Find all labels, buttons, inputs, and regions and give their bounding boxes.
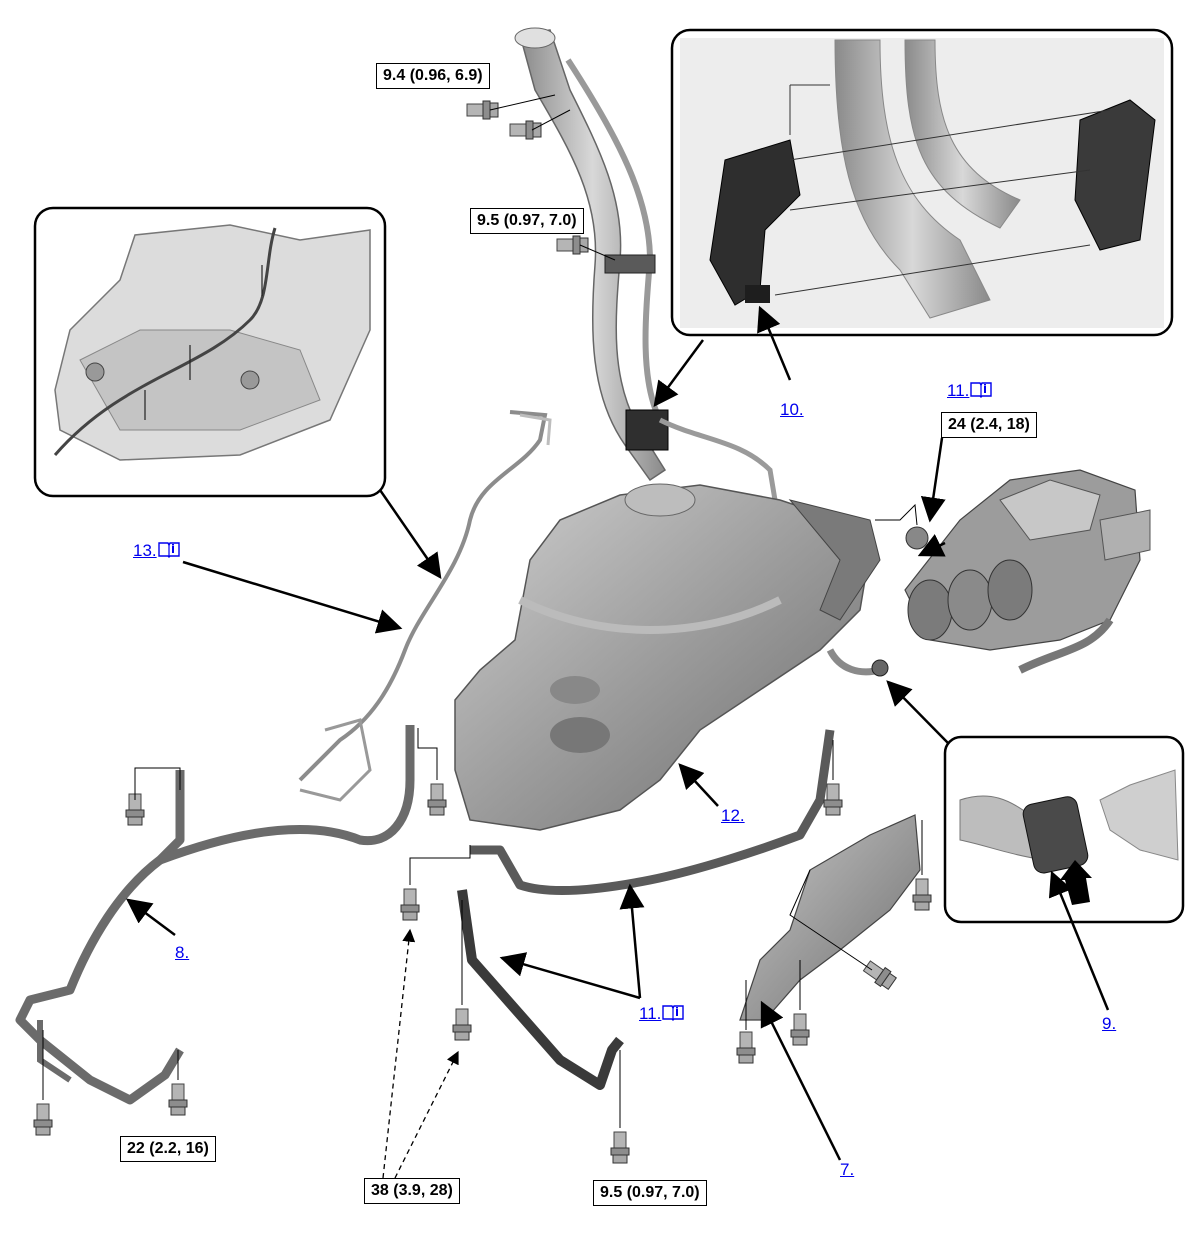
callout-11-top-link[interactable]: 11. [947, 381, 993, 401]
callout-9[interactable]: 9. [1102, 1014, 1117, 1033]
detail-inset-tank-underside [33, 206, 387, 498]
torque-spec-filler-clip-bolt: 9.5 (0.97, 7.0) [470, 208, 584, 234]
tank-strap-frame [15, 725, 415, 1105]
callout-13-link[interactable]: 13. [133, 541, 180, 561]
callout-11-bottom-label: 11. [639, 1004, 662, 1023]
torque-spec-frame-bolts: 22 (2.2, 16) [120, 1136, 216, 1162]
detail-inset-pipe-clip [670, 28, 1174, 337]
callout-8[interactable]: 8. [175, 943, 190, 962]
heat-shield [739, 814, 921, 1021]
fuel-filler-pipe [514, 27, 778, 501]
callout-7[interactable]: 7. [840, 1160, 855, 1179]
callout-11-top-label: 11. [947, 381, 970, 400]
callout-11-bottom-link[interactable]: 11. [639, 1004, 685, 1024]
fuel-tank [454, 483, 881, 831]
torque-spec-canister-nut: 24 (2.4, 18) [941, 412, 1037, 438]
torque-spec-strap-end-bolt: 9.5 (0.97, 7.0) [593, 1180, 707, 1206]
info-book-icon [970, 382, 993, 398]
torque-spec-filler-pipe-bolts: 9.4 (0.96, 6.9) [376, 63, 490, 89]
callout-12[interactable]: 12. [721, 806, 745, 825]
callout-13-label: 13. [133, 541, 157, 560]
evap-canister [826, 469, 1151, 677]
detail-inset-connector [943, 735, 1185, 924]
fuel-lines [298, 410, 552, 802]
dashed-leaders [382, 928, 459, 1179]
callout-10[interactable]: 10. [780, 400, 804, 419]
info-book-icon [662, 1005, 685, 1021]
leader-arrows [125, 305, 1110, 1161]
assembly-guide-lines [42, 94, 923, 1128]
torque-spec-strap-bolts: 38 (3.9, 28) [364, 1178, 460, 1204]
info-book-icon [157, 542, 180, 558]
tank-straps [457, 729, 835, 1090]
